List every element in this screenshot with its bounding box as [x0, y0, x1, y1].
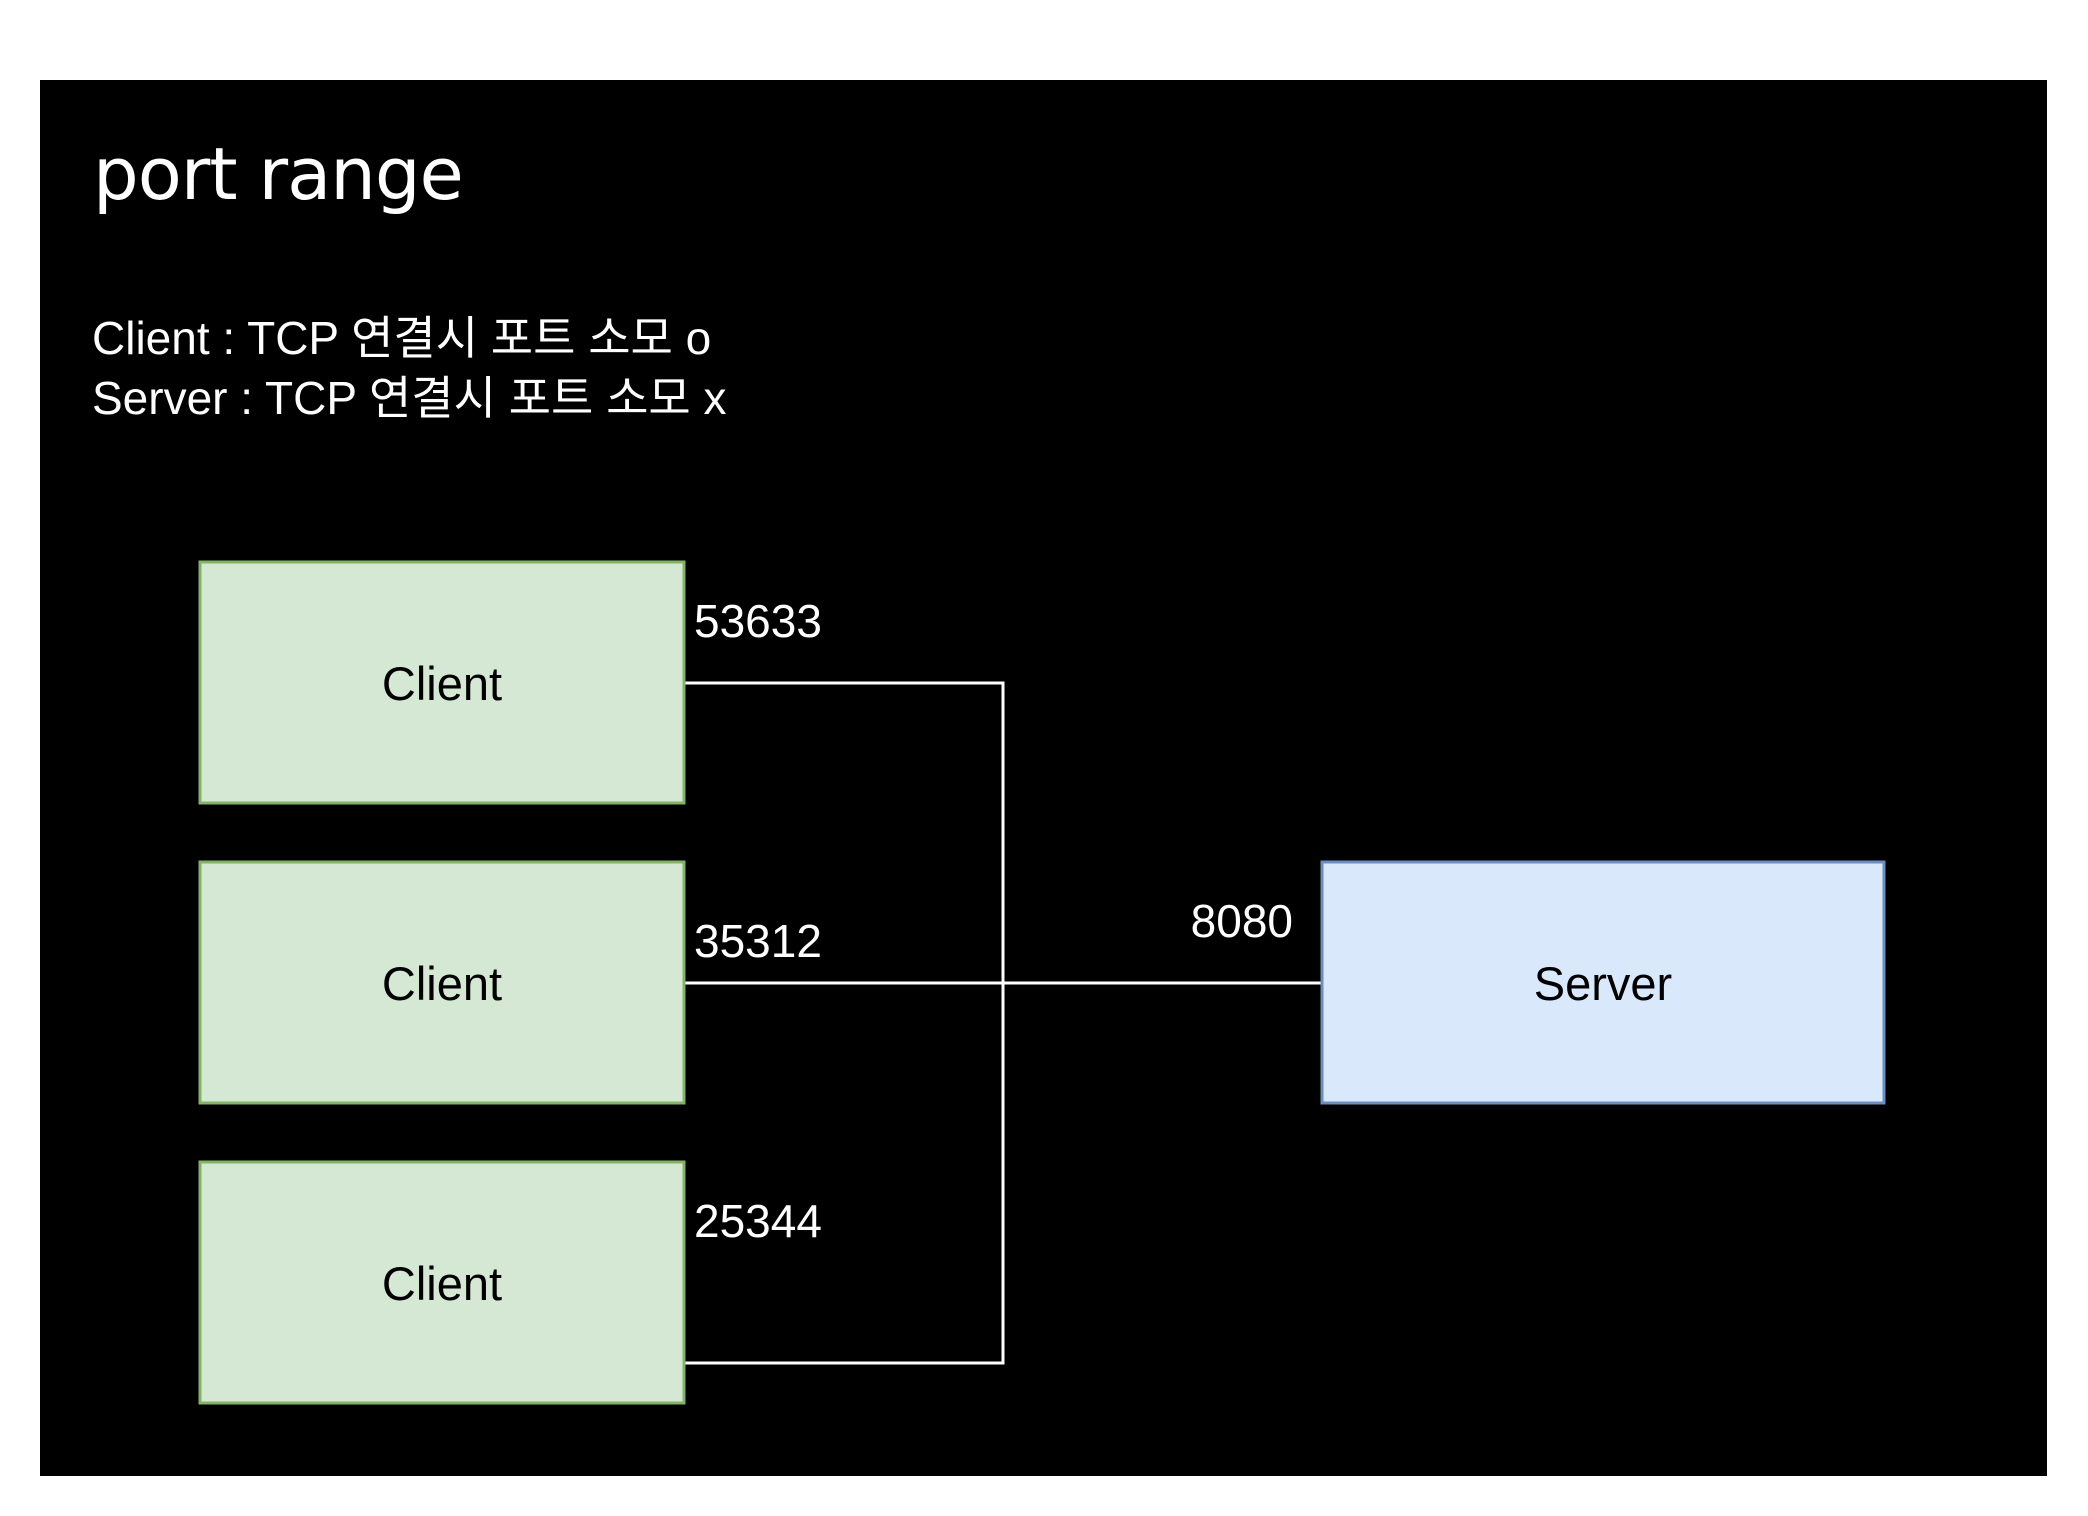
description-block: Client : TCP 연결시 포트 소모 o Server : TCP 연결…	[92, 308, 727, 428]
connector-client-1	[684, 681, 1005, 1365]
port-diagram: Client Client Client Server 53633 35312 …	[198, 560, 1886, 1405]
client-node-label: Client	[382, 1257, 502, 1310]
server-node-label: Server	[1534, 957, 1672, 1010]
client-node-label: Client	[382, 957, 502, 1010]
client-port-label: 35312	[694, 915, 822, 967]
server-description: Server : TCP 연결시 포트 소모 x	[92, 372, 727, 424]
slide-title: port range	[93, 132, 464, 216]
connectors	[684, 681, 1342, 1365]
client-description: Client : TCP 연결시 포트 소모 o	[92, 312, 712, 364]
client-node-2: Client	[198, 860, 686, 1105]
client-port-label: 25344	[694, 1195, 822, 1247]
server-node: Server	[1320, 860, 1886, 1105]
client-node-label: Client	[382, 657, 502, 710]
server-port-label: 8080	[1191, 895, 1293, 947]
client-port-label: 53633	[694, 595, 822, 647]
client-node-1: Client	[198, 560, 686, 805]
client-node-3: Client	[198, 1160, 686, 1405]
diagram-slide: port range Client : TCP 연결시 포트 소모 o Serv…	[40, 80, 2047, 1476]
